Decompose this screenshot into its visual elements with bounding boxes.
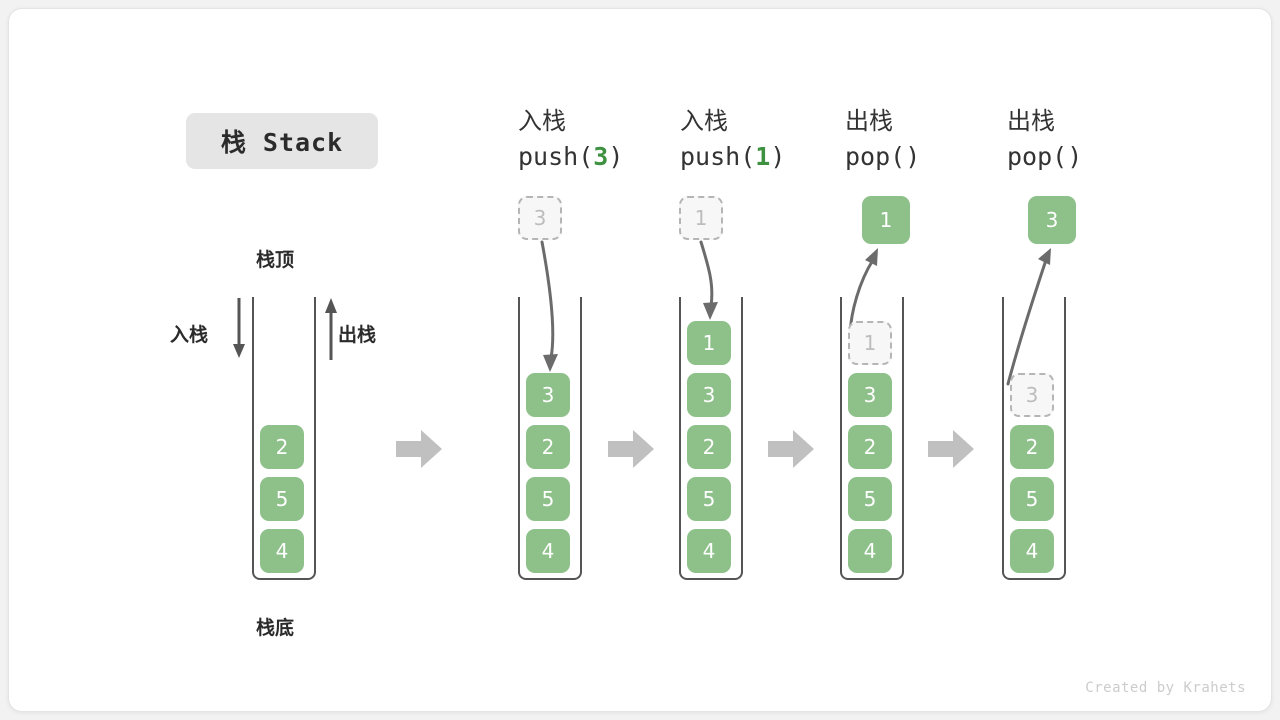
transition-arrow-icon [768, 428, 814, 470]
column-header-cn: 出栈 [845, 107, 893, 135]
stack-cell-ghost: 1 [848, 321, 892, 365]
stack-bottom-label: 栈底 [256, 617, 295, 639]
stack-cell: 2 [526, 425, 570, 469]
popped-value-box: 1 [862, 196, 910, 244]
column-header-code: pop() [1007, 142, 1083, 172]
transition-arrow-icon [928, 428, 974, 470]
stack-tube-pop-3 [1002, 297, 1066, 580]
stack-top-label: 栈顶 [256, 249, 295, 271]
incoming-value-box: 1 [679, 196, 723, 240]
stack-cell: 5 [1010, 477, 1054, 521]
stack-cell: 3 [526, 373, 570, 417]
column-header-pop-3: 出栈 pop() [1007, 106, 1177, 174]
stack-cell: 5 [526, 477, 570, 521]
stack-cells-pop-1: 1 3 2 5 4 [848, 321, 892, 573]
stack-cells-initial: 2 5 4 [260, 425, 304, 573]
stack-cell: 3 [848, 373, 892, 417]
column-header-code: pop() [845, 142, 921, 172]
stack-cells-pop-3: 3 2 5 4 [1010, 373, 1054, 573]
column-header-code-arg: 1 [755, 142, 771, 172]
stack-cells-push-1: 1 3 2 5 4 [687, 321, 731, 573]
column-header-cn: 入栈 [680, 107, 728, 135]
column-header-push-1: 入栈 push(1) [680, 106, 850, 174]
pop-side-label: 出栈 [338, 324, 377, 346]
push-flow-arrow-icon [682, 240, 752, 330]
transition-arrow-icon [396, 428, 442, 470]
transition-arrow-icon [608, 428, 654, 470]
column-header-code: push(1) [680, 142, 786, 172]
column-header-pop-1: 出栈 pop() [845, 106, 1015, 174]
stack-cell: 4 [260, 529, 304, 573]
incoming-value-box: 3 [518, 196, 562, 240]
stack-tube-initial [252, 297, 316, 580]
stack-cell: 4 [848, 529, 892, 573]
stack-cell: 1 [687, 321, 731, 365]
stack-cell: 4 [687, 529, 731, 573]
stack-cell-ghost: 3 [1010, 373, 1054, 417]
push-side-label: 入栈 [170, 324, 209, 346]
stack-cells-push-3: 3 2 5 4 [526, 373, 570, 573]
column-header-cn: 出栈 [1007, 107, 1055, 135]
pop-direction-arrow-icon [320, 298, 342, 360]
popped-value-box: 3 [1028, 196, 1076, 244]
stack-tube-push-3 [518, 297, 582, 580]
push-flow-arrow-icon [520, 240, 590, 380]
stack-cell: 5 [848, 477, 892, 521]
stack-cell: 4 [1010, 529, 1054, 573]
stack-cell: 5 [687, 477, 731, 521]
column-header-code-arg: 3 [593, 142, 609, 172]
stack-cell: 3 [687, 373, 731, 417]
title-badge: 栈 Stack [186, 113, 378, 169]
stack-tube-pop-1 [840, 297, 904, 580]
column-header-push-3: 入栈 push(3) [518, 106, 688, 174]
stack-cell: 5 [260, 477, 304, 521]
stack-cell: 4 [526, 529, 570, 573]
column-header-code: push(3) [518, 142, 624, 172]
footer-credit: Created by Krahets [1085, 680, 1246, 696]
stack-tube-push-1 [679, 297, 743, 580]
stack-cell: 2 [848, 425, 892, 469]
push-direction-arrow-icon [228, 298, 250, 360]
stack-cell: 2 [687, 425, 731, 469]
pop-flow-arrow-icon [1000, 246, 1090, 386]
stack-cell: 2 [260, 425, 304, 469]
column-header-cn: 入栈 [518, 107, 566, 135]
stack-cell: 2 [1010, 425, 1054, 469]
